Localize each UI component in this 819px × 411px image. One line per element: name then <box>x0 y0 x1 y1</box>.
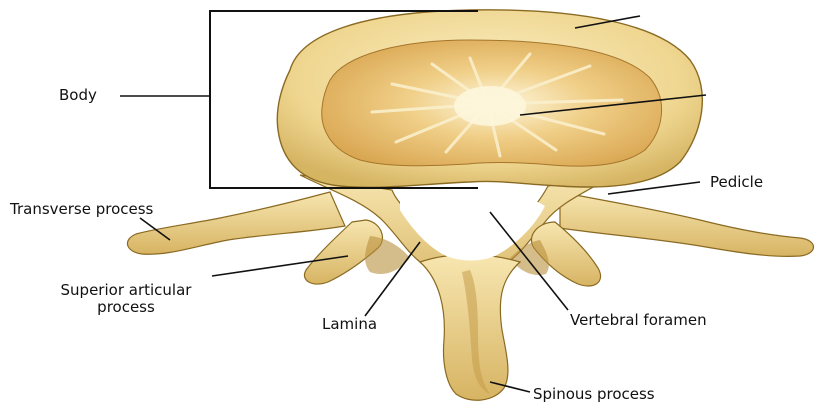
label-body: Body <box>59 87 97 104</box>
right-transverse-process <box>560 192 814 256</box>
label-superior-articular-line2: process <box>40 299 212 316</box>
label-superior-articular-process: Superior articular process <box>40 282 212 316</box>
marrow-center <box>454 86 526 126</box>
label-transverse-process: Transverse process <box>10 201 153 218</box>
label-pedicle: Pedicle <box>710 174 763 191</box>
label-spinous-process: Spinous process <box>533 386 655 403</box>
label-lamina: Lamina <box>322 316 377 333</box>
label-superior-articular-line1: Superior articular <box>40 282 212 299</box>
label-vertebral-foramen: Vertebral foramen <box>570 312 707 329</box>
left-transverse-process <box>127 192 345 254</box>
